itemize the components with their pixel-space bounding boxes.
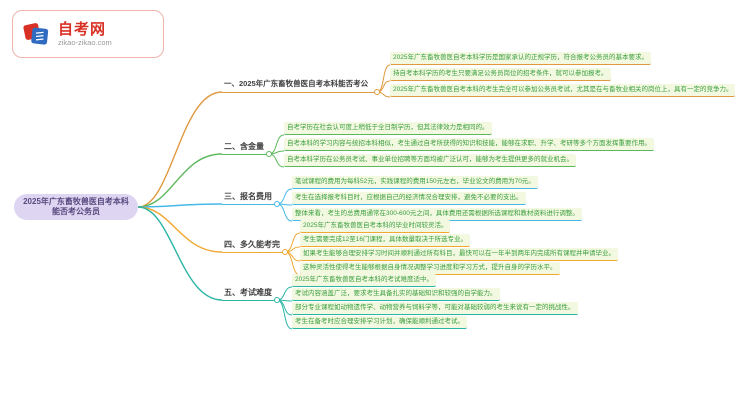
leaf-item: 笔试课程的费用为每科52元，实践课程的费用150元左右，毕业论文的费用为70元。 xyxy=(292,176,538,190)
leaf-item: 自考学历在社会认可度上稍低于全日制学历，但其法律效力是相同的。 xyxy=(284,122,492,136)
logo: 自考网 zikao-zikao.com xyxy=(12,10,164,58)
branch-curve xyxy=(137,203,223,208)
leaf-curve xyxy=(276,188,293,205)
branch-node-circle xyxy=(266,151,272,157)
branch-label-5: 五、考试难度 xyxy=(222,287,274,302)
logo-icon xyxy=(23,23,49,45)
branch-label-4: 四、多久能考完 xyxy=(222,239,282,254)
leaf-item: 2025年广东畜牧兽医自考本科的考试难度适中。 xyxy=(292,274,436,288)
leaf-item: 考生在备考时应合理安排学习计划，确保能顺利通过考试。 xyxy=(292,316,467,330)
leaf-item: 持自考本科学历的考生只要满足公务员岗位的招考条件，就可以参加报考。 xyxy=(390,68,611,82)
leaf-item: 2025年广东畜牧兽医自考本科的毕业时间较灵活。 xyxy=(300,220,451,234)
branch-label-3: 三、报名费用 xyxy=(222,191,274,206)
leaf-item: 部分专业课程如动物遗传学、动物营养与饲料学等，可能对基础较弱的考生来说有一定的挑… xyxy=(292,302,578,316)
leaf-item: 2025年广东畜牧兽医自考本科学历是国家承认的正规学历，符合报考公务员的基本要求… xyxy=(390,52,651,66)
branch-curve xyxy=(137,206,223,253)
branch-label-2: 二、含金量 xyxy=(222,141,266,156)
leaf-item: 2025年广东畜牧兽医自考本科的考生完全可以参加公务员考试，尤其是在与畜牧业相关… xyxy=(390,84,736,98)
logo-subtitle: zikao-zikao.com xyxy=(58,38,112,48)
leaf-item: 考生需要完成12至16门课程，具体数量取决于所选专业。 xyxy=(300,234,470,248)
leaf-item: 考生在选择报考科目时，应根据自己的经济情况合理安排，避免不必要的支出。 xyxy=(292,192,526,206)
branch-curve xyxy=(137,91,223,208)
branch-label-1: 一、2025年广东畜牧兽医自考本科能否考公 xyxy=(222,79,374,93)
leaf-curve xyxy=(376,64,391,93)
leaf-item: 考试内容涵盖广泛，要求考生具备扎实的基础知识和较强的自学能力。 xyxy=(292,288,500,302)
leaf-item: 如果考生能够合理安排学习时间并顺利通过所有科目，最快可以在一年半到两年内完成所有… xyxy=(300,248,618,262)
branch-node-circle xyxy=(282,249,288,255)
leaf-curve xyxy=(284,251,301,276)
branch-node-circle xyxy=(274,297,280,303)
branch-curve xyxy=(137,206,223,301)
branch-node-circle xyxy=(274,201,280,207)
leaf-item: 自考本科学历在公务员考试、事业单位招聘等方面均被广泛认可，能够为考生提供更多的就… xyxy=(284,154,576,168)
leaf-item: 自考本科的学习内容与统招本科相似，考生通过自考所获得的知识和技能，能够在求职、升… xyxy=(284,138,654,152)
leaf-curve xyxy=(276,203,293,222)
branch-curve xyxy=(137,153,223,208)
central-topic: 2025年广东畜牧兽医自考本科能否考公务员 xyxy=(14,194,138,220)
logo-title: 自考网 xyxy=(58,20,107,38)
branch-node-circle xyxy=(374,89,380,95)
